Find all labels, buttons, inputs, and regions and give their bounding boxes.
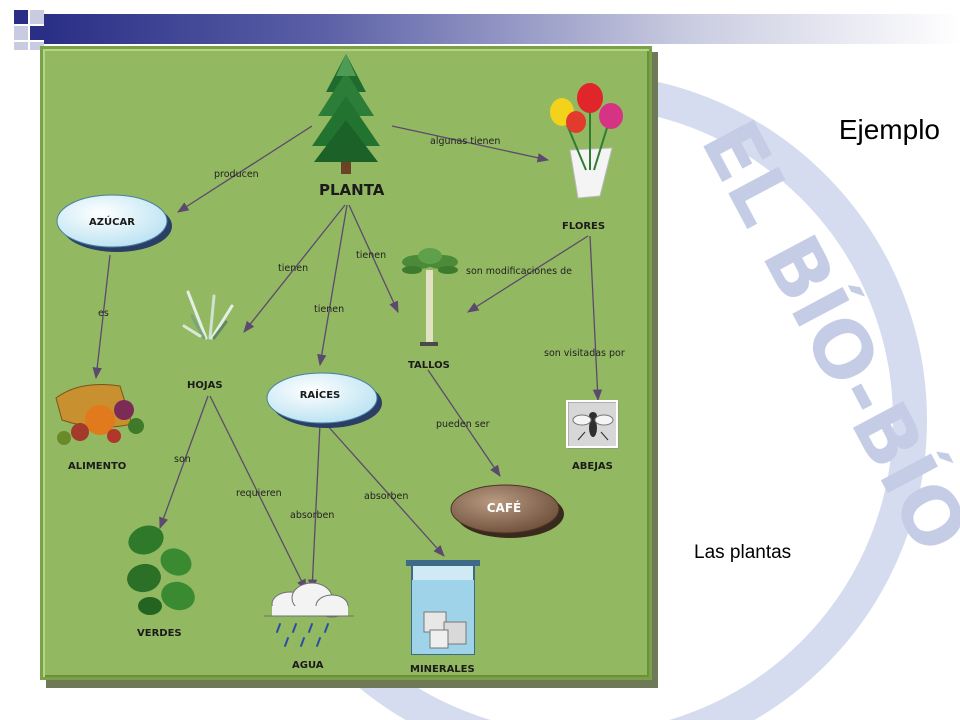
palm-icon: [402, 248, 458, 346]
node-verdes: VERDES: [137, 628, 182, 639]
deco-square-dark: [14, 10, 28, 24]
deco-square-light: [14, 26, 28, 40]
node-planta: PLANTA: [319, 181, 385, 199]
node-azucar-oval: AZÚCAR: [56, 194, 172, 252]
node-cafe-oval: CAFÉ: [450, 484, 564, 538]
link-label-son-visitadas-por: son visitadas por: [544, 348, 625, 359]
map-arrows: [92, 125, 603, 592]
node-tallos: TALLOS: [408, 360, 450, 371]
link-label-producen: producen: [214, 169, 259, 180]
arrow-hojas-agua: [209, 395, 307, 592]
link-label-es: es: [98, 308, 109, 319]
node-cafe: CAFÉ: [487, 500, 522, 515]
link-label-absorben-agua: absorben: [290, 510, 334, 521]
arrow-planta-tallos: [348, 204, 399, 314]
arrow-raices-agua: [307, 423, 321, 592]
arrow-planta-flores: [391, 125, 550, 163]
beaker-icon: [406, 560, 480, 655]
slide-title: Ejemplo: [838, 114, 940, 145]
deco-square-light: [30, 10, 44, 24]
node-abejas: ABEJAS: [572, 461, 613, 472]
arrow-planta-raices: [317, 204, 348, 367]
grass-icon: [182, 290, 234, 340]
link-label-tienen-hojas: tienen: [278, 263, 308, 274]
deco-square-light: [14, 42, 28, 50]
cornucopia-icon: [55, 384, 144, 445]
arrow-hojas-verdes: [159, 395, 209, 530]
leaves-icon: [127, 525, 195, 615]
node-raices: RAÍCES: [300, 388, 341, 401]
slide-caption: Las plantas: [694, 542, 792, 563]
header-bar: [44, 14, 960, 44]
node-raices-oval: RAÍCES: [266, 372, 382, 428]
arrow-azucar-alimento: [92, 254, 111, 380]
node-alimento: ALIMENTO: [68, 461, 126, 472]
link-label-pueden-ser: pueden ser: [436, 419, 490, 430]
rain-cloud-icon: [264, 582, 354, 647]
arrow-flores-abejas: [589, 235, 603, 402]
node-flores: FLORES: [562, 221, 605, 232]
bee-icon: [566, 400, 619, 449]
arrow-tallos-cafe: [427, 369, 501, 477]
link-label-tienen-tallos: tienen: [356, 250, 386, 261]
link-label-absorben-minerales: absorben: [364, 491, 408, 502]
tree-icon: [312, 54, 380, 174]
deco-square-light: [30, 42, 44, 50]
link-labels: producen algunas tienen tienen tienen ti…: [98, 136, 625, 521]
node-hojas: HOJAS: [187, 380, 223, 391]
link-label-requieren: requieren: [236, 488, 282, 499]
node-minerales: MINERALES: [410, 664, 475, 675]
deco-square-dark: [30, 26, 44, 40]
link-label-algunas-tienen: algunas tienen: [430, 136, 500, 147]
link-label-tienen-raices: tienen: [314, 304, 344, 315]
link-label-son: son: [174, 454, 191, 465]
arrow-planta-hojas: [243, 204, 346, 333]
node-agua: AGUA: [292, 660, 324, 671]
link-label-son-modificaciones-de: son modificaciones de: [466, 266, 572, 277]
arrow-planta-azucar: [177, 125, 313, 213]
node-azucar: AZÚCAR: [89, 215, 135, 228]
arrow-raices-minerales: [325, 423, 445, 557]
arrow-flores-tallos: [467, 235, 589, 313]
flowers-icon: [550, 83, 623, 199]
